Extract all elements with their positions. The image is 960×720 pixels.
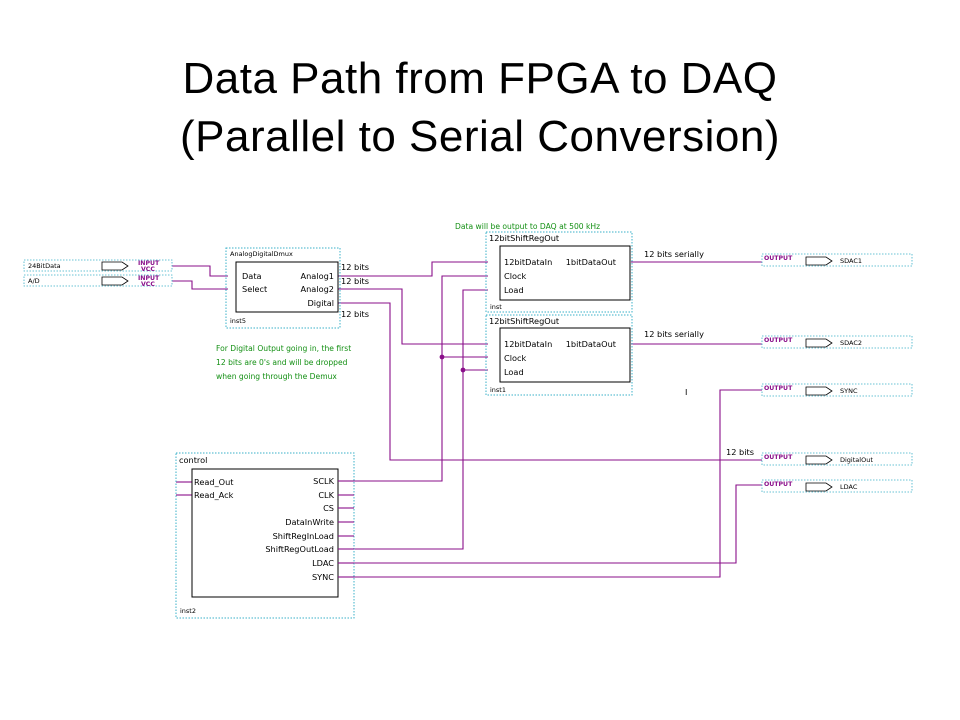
serial-label: 12 bits serially	[644, 329, 704, 339]
inst-label: inst1	[490, 386, 506, 394]
input-pin-type: INPUT	[138, 275, 160, 282]
output-pin-label: DigitalOut	[840, 456, 873, 464]
input-pin-24bitdata[interactable]: 24BitData INPUT VCC	[23, 259, 173, 273]
port-analog1: Analog1	[301, 271, 335, 281]
bus-label: 12 bits	[341, 262, 369, 272]
output-pin-type: OUTPUT	[764, 255, 793, 262]
port-shiftregoutload: ShiftRegOutLoad	[265, 544, 334, 554]
output-pin-sdac1[interactable]: OUTPUT SDAC1	[761, 253, 913, 267]
inst-label: inst2	[180, 607, 196, 615]
port-clock: Clock	[504, 271, 527, 281]
port-clock: Clock	[504, 353, 527, 363]
input-pin-ad[interactable]: A/D INPUT VCC	[23, 274, 173, 288]
wire-load	[354, 289, 488, 550]
output-pin-digitalout[interactable]: OUTPUT DigitalOut	[761, 452, 913, 466]
input-pin-type: INPUT	[138, 260, 160, 267]
inst-label: inst	[490, 303, 502, 311]
output-pin-label: SYNC	[840, 387, 858, 395]
output-pin-sdac2[interactable]: OUTPUT SDAC2	[761, 335, 913, 349]
bus-label: 12 bits	[341, 276, 369, 286]
output-pin-label: SDAC2	[840, 339, 862, 347]
port-1bitdataout: 1bitDataOut	[566, 257, 617, 267]
port-sync: SYNC	[312, 572, 334, 582]
serial-label: 12 bits serially	[644, 249, 704, 259]
port-data: Data	[242, 271, 262, 281]
block-control[interactable]: control Read_Out Read_Ack SCLK CLK CS Da…	[175, 452, 355, 619]
block-analog-digital-dmux[interactable]: AnalogDigitalDmux Data Select Analog1 An…	[225, 247, 341, 329]
port-analog2: Analog2	[301, 284, 335, 294]
note-digital-line-1: For Digital Output going in, the first	[216, 344, 351, 353]
digital-out-bits-label: 12 bits	[726, 447, 754, 457]
junction-dot	[460, 367, 466, 373]
port-clk: CLK	[318, 490, 334, 500]
slide-title: Data Path from FPGA to DAQ (Parallel to …	[0, 50, 960, 166]
block-title: control	[179, 455, 207, 465]
output-pin-type: OUTPUT	[764, 481, 793, 488]
cursor-mark: I	[685, 387, 687, 397]
port-datainwrite: DataInWrite	[285, 517, 334, 527]
port-shiftreginload: ShiftRegInLoad	[273, 531, 334, 541]
note-daq-rate: Data will be output to DAQ at 500 kHz	[455, 222, 600, 231]
control-output-stubs	[338, 480, 354, 578]
title-line-1: Data Path from FPGA to DAQ	[182, 54, 778, 103]
bus-label: 12 bits	[341, 309, 369, 319]
block-shift-reg-1[interactable]: 12bitShiftRegOut 12bitDataIn Clock Load …	[485, 231, 633, 313]
wire-digital	[338, 302, 762, 461]
block-title: 12bitShiftRegOut	[489, 233, 560, 243]
port-load: Load	[504, 367, 524, 377]
port-ldac: LDAC	[312, 558, 334, 568]
port-digital: Digital	[307, 298, 334, 308]
port-read-out: Read_Out	[194, 477, 234, 487]
output-pin-type: OUTPUT	[764, 337, 793, 344]
block-title: 12bitShiftRegOut	[489, 316, 560, 326]
inst-label: inst5	[230, 317, 246, 325]
note-digital-line-3: when going through the Demux	[216, 372, 337, 381]
wires	[172, 261, 762, 578]
port-load: Load	[504, 285, 524, 295]
wire-sync	[354, 389, 762, 578]
output-pin-label: SDAC1	[840, 257, 862, 265]
wire-analog1	[338, 261, 488, 277]
note-digital-line-2: 12 bits are 0's and will be dropped	[216, 358, 348, 367]
output-pin-label: LDAC	[840, 483, 858, 491]
output-pin-sync[interactable]: OUTPUT SYNC	[761, 383, 913, 397]
title-line-2: (Parallel to Serial Conversion)	[180, 112, 780, 161]
wire-analog2	[338, 288, 488, 345]
input-pin-label: 24BitData	[28, 262, 61, 270]
output-pin-ldac[interactable]: OUTPUT LDAC	[761, 479, 913, 493]
wire-sclk	[354, 275, 488, 482]
port-read-ack: Read_Ack	[194, 490, 234, 500]
input-pin-label: A/D	[28, 277, 40, 285]
wire-24bitdata	[172, 265, 228, 277]
output-pin-type: OUTPUT	[764, 454, 793, 461]
input-pin-vcc: VCC	[141, 281, 155, 288]
port-1bitdataout: 1bitDataOut	[566, 339, 617, 349]
port-12bitdatain: 12bitDataIn	[504, 339, 552, 349]
port-12bitdatain: 12bitDataIn	[504, 257, 552, 267]
port-cs: CS	[323, 503, 334, 513]
block-title: AnalogDigitalDmux	[230, 250, 293, 258]
input-pin-vcc: VCC	[141, 266, 155, 273]
port-select: Select	[242, 284, 268, 294]
output-pin-type: OUTPUT	[764, 385, 793, 392]
port-sclk: SCLK	[313, 476, 334, 486]
block-shift-reg-2[interactable]: 12bitShiftRegOut 12bitDataIn Clock Load …	[485, 314, 633, 396]
junction-dot	[439, 354, 445, 360]
wire-ldac	[354, 484, 762, 564]
wire-ad	[172, 280, 228, 290]
